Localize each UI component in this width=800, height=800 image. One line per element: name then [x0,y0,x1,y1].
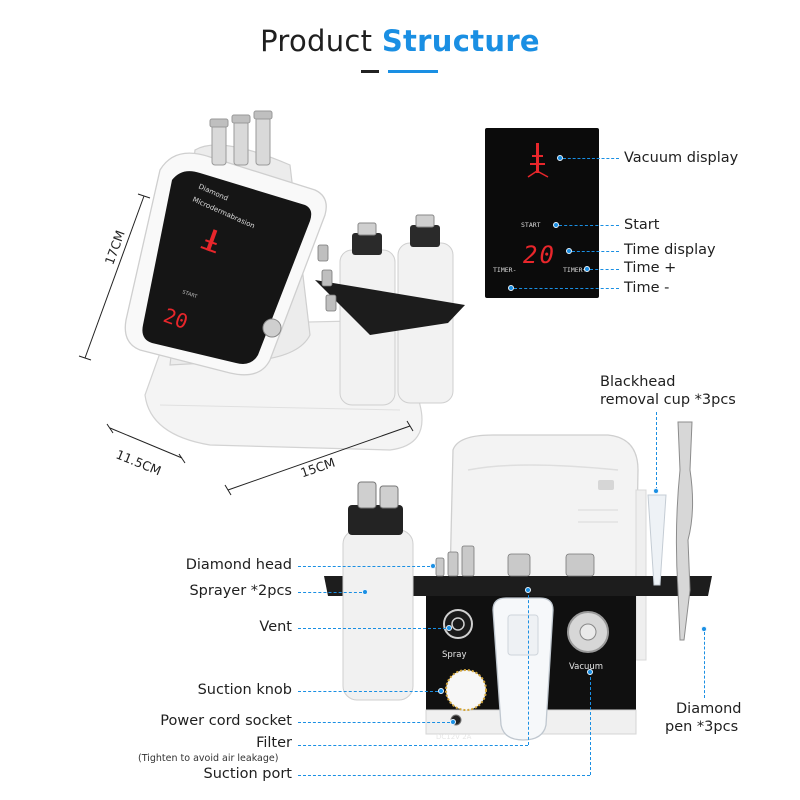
diamond-pen [675,421,694,641]
label-sprayer: Sprayer *2pcs [189,583,292,599]
title-part-1: Product [260,24,373,58]
label-vacuum-display: Vacuum display [624,150,739,166]
device-vacuum-icon [200,229,218,254]
dot-sprayer [362,589,368,595]
dot-diamond-head [430,563,436,569]
label-suction-port: Suction port [203,766,292,782]
dot-filter [525,587,531,593]
title-underline-black [361,70,379,73]
device-tray [315,280,465,335]
label-diamond-pen-line1: Diamond [676,701,742,717]
label-filter: Filter [256,735,292,751]
label-time-plus: Time + [624,260,677,276]
blackhead-cup [647,494,667,586]
label-time-minus: Time - [624,280,670,296]
label-suction-knob: Suction knob [197,682,292,698]
label-blackhead-line1: Blackhead [600,374,676,390]
device-bottom-illustration: Spray DC12V 2A Vacuum [324,421,712,741]
dot-suction-port [587,669,593,675]
sprayer-bottle [342,529,414,701]
label-power-cord-socket: Power cord socket [160,713,292,729]
dot-blackhead-cup [653,488,659,494]
dot-vent [446,625,452,631]
device-vacuum-label: Vacuum [569,662,603,672]
dot-time-display [566,248,572,254]
dot-suction-knob [438,688,444,694]
panel-timer-minus-caption: TIMER- [493,266,517,274]
display-panel: START 20 TIMER- TIMER+ [485,128,599,298]
suction-knob-dial [445,669,487,711]
dot-diamond-pen [701,626,707,632]
dot-time-minus [508,285,514,291]
panel-time-digits: 20 [523,241,556,269]
page-title: Product Structure [0,24,800,58]
label-blackhead-line2: removal cup *3pcs [600,392,736,408]
device-tray-bottom [324,576,712,596]
label-time-display: Time display [624,242,716,258]
dimension-lines [78,193,414,496]
panel-timer-plus-caption: TIMER+ [563,266,587,274]
vacuum-display-icon [527,143,549,178]
dot-power-cord-socket [450,719,456,725]
title-underline-blue [388,70,438,73]
device-top-illustration: Diamond Microdermabrasion START 20 [124,110,465,451]
label-start: Start [624,217,660,233]
device-power-label: DC12V 2A [436,733,472,741]
label-diamond-head: Diamond head [185,557,292,573]
dot-start [553,222,559,228]
device-start-small: START [181,289,198,300]
diamond-heads [435,545,595,577]
panel-start-caption: START [521,221,541,229]
label-filter-note: (Tighten to avoid air leakage) [138,753,279,764]
label-diamond-pen-line2: pen *3pcs [665,719,739,735]
label-vent: Vent [259,619,292,635]
dot-time-plus [584,266,590,272]
vent-circle [443,609,473,639]
title-part-2: Structure [381,24,540,58]
device-top-handpieces [209,110,273,166]
dot-vacuum-display [557,155,563,161]
device-side-knob [262,318,282,338]
device-spray-label: Spray [442,650,467,660]
